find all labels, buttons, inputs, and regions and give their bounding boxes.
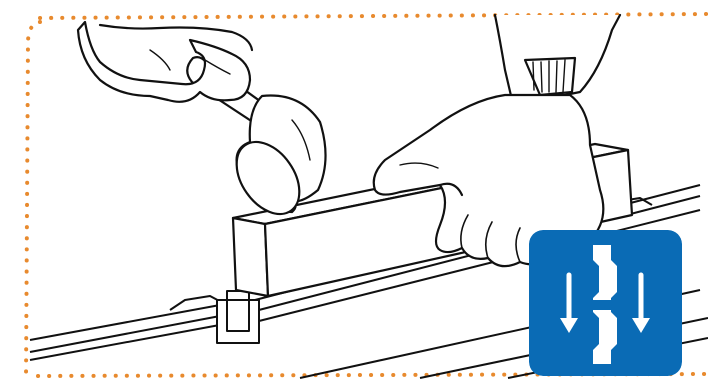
left-hand xyxy=(78,22,252,102)
spacer-block xyxy=(217,291,259,343)
tap-instruction-badge xyxy=(529,230,682,376)
